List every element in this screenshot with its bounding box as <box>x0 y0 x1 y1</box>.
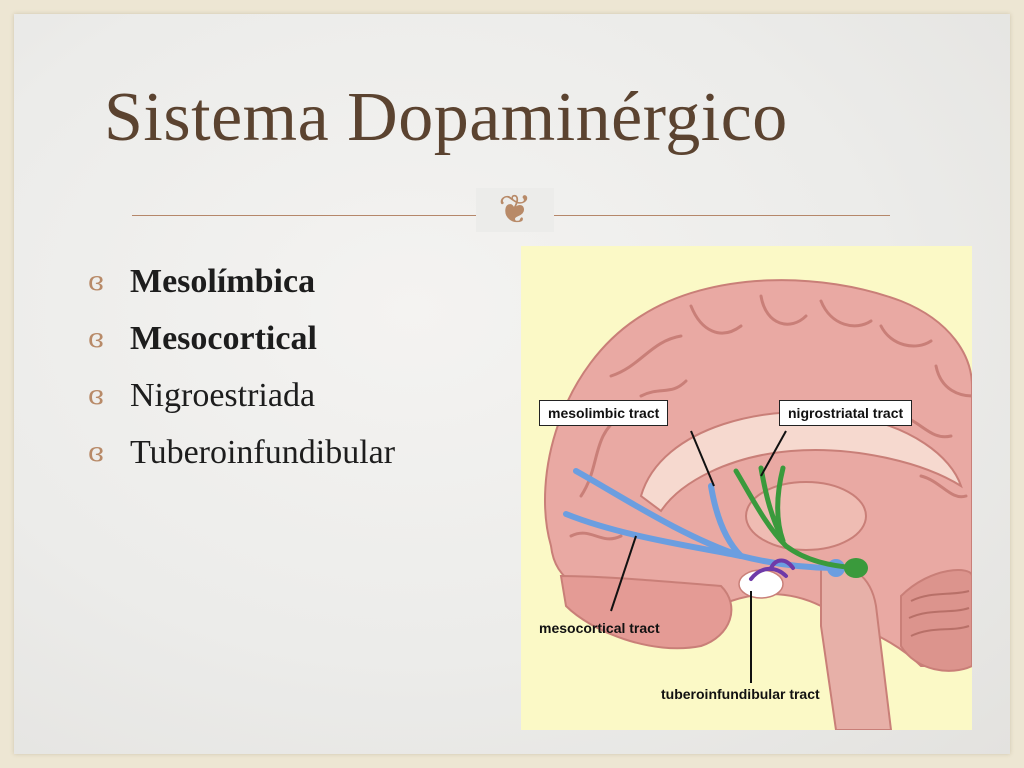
slide-title: Sistema Dopaminérgico <box>104 79 788 156</box>
bullet-icon: ɞ <box>88 324 104 354</box>
gyri <box>569 294 972 541</box>
brain-diagram: mesolimbic tract nigrostriatal tract mes… <box>521 246 972 730</box>
corpus-callosum <box>639 410 963 513</box>
bullet-icon: ɞ <box>88 267 104 297</box>
bullet-text: Mesolímbica <box>130 263 316 300</box>
list-item: ɞ Nigroestriada <box>88 372 395 429</box>
bullet-text: Nigroestriada <box>130 377 316 414</box>
list-item: ɞ Mesolímbica <box>88 258 395 315</box>
brain-illustration <box>544 279 972 730</box>
substantia-nigra <box>844 558 868 578</box>
bullet-text: Mesocortical <box>130 320 317 357</box>
fleuron-icon: ❦ <box>476 188 554 232</box>
cerebellum-folia <box>908 590 970 637</box>
cerebellum <box>900 569 972 672</box>
label-mesocortical-tract: mesocortical tract <box>539 620 660 636</box>
label-pointers <box>610 430 787 683</box>
label-tuberoinfundibular-tract: tuberoinfundibular tract <box>661 686 820 702</box>
bullet-icon: ɞ <box>88 438 104 468</box>
nigrostriatal-pathway <box>733 465 859 571</box>
list-item: ɞ Tuberoinfundibular <box>88 429 395 486</box>
tuberoinfundibular-pathway <box>749 558 795 581</box>
bullet-text: Tuberoinfundibular <box>130 434 396 471</box>
mesolimbic-pathway <box>563 468 839 571</box>
label-nigrostriatal-tract: nigrostriatal tract <box>779 400 913 426</box>
list-item: ɞ Mesocortical <box>88 315 395 372</box>
bullet-icon: ɞ <box>88 381 104 411</box>
pituitary <box>738 569 784 599</box>
label-mesolimbic-tract: mesolimbic tract <box>539 400 669 426</box>
temporal-lobe <box>559 574 733 650</box>
